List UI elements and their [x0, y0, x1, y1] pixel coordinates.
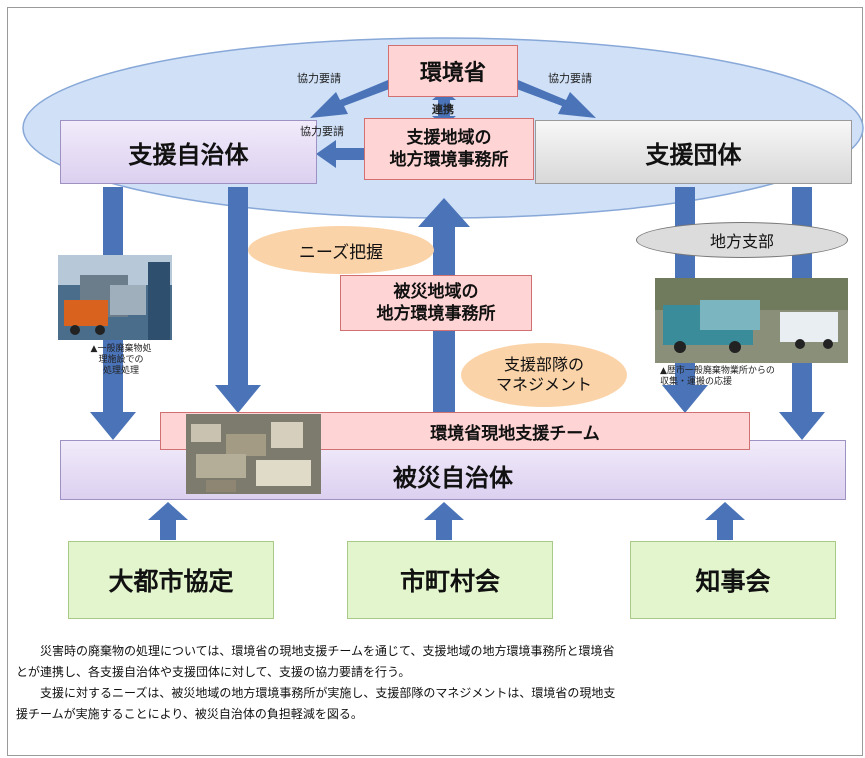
caption-right-photo: ▲歴市一般廃棄物業所からの 収集・運搬の応援	[660, 366, 775, 387]
description-paragraph: 災害時の廃棄物の処理については、環境省の現地支援チームを通じて、支援地域の地方環…	[16, 641, 862, 725]
bubble-management: 支援部隊の マネジメント	[461, 343, 627, 407]
arrow-up-governors	[705, 502, 745, 540]
diagram-frame	[7, 7, 863, 756]
arrow-up-municipal	[424, 502, 464, 540]
node-big-city: 大都市協定	[68, 541, 274, 619]
node-regional-branch: 地方支部	[636, 222, 848, 258]
paragraph-line-4: 援チームが実施することにより、被災自治体の負担軽減を図る。	[16, 707, 363, 721]
paragraph-line-3: 支援に対するニーズは、被災地域の地方環境事務所が実施し、支援部隊のマネジメントは…	[40, 686, 616, 700]
paragraph-line-1: 災害時の廃棄物の処理については、環境省の現地支援チームを通じて、支援地域の地方環…	[40, 644, 615, 658]
arrow-office-to-municipality	[316, 140, 365, 168]
paragraph-line-2: とが連携し、各支援自治体や支援団体に対して、支援の協力要請を行う。	[16, 665, 411, 679]
arrow-moe-to-org	[514, 80, 596, 118]
caption-left-photo: ▲一般廃棄物処 理施設での 処理処理	[90, 344, 152, 376]
node-support-office: 支援地域の 地方環境事務所	[364, 118, 534, 180]
photo-facility	[58, 255, 172, 340]
node-municipal-assoc: 市町村会	[347, 541, 553, 619]
label-cooperation: 連携	[432, 103, 454, 116]
arrow-moe-to-municipality	[310, 80, 392, 118]
node-disaster-office: 被災地域の 地方環境事務所	[340, 275, 532, 331]
photo-trucks	[655, 278, 848, 363]
label-request-left: 協力要請	[297, 72, 341, 85]
arrow-down-left-2	[215, 187, 261, 413]
photo-debris	[186, 414, 321, 494]
bubble-needs: ニーズ把握	[248, 226, 434, 274]
arrow-up-bigcity	[148, 502, 188, 540]
arrow-cooperation	[438, 98, 450, 118]
label-request-right: 協力要請	[548, 72, 592, 85]
node-governors-assoc: 知事会	[630, 541, 836, 619]
node-support-org: 支援団体	[535, 120, 852, 184]
node-support-municipality: 支援自治体	[60, 120, 317, 184]
node-moe: 環境省	[388, 45, 518, 97]
label-request-mid: 協力要請	[300, 125, 344, 138]
